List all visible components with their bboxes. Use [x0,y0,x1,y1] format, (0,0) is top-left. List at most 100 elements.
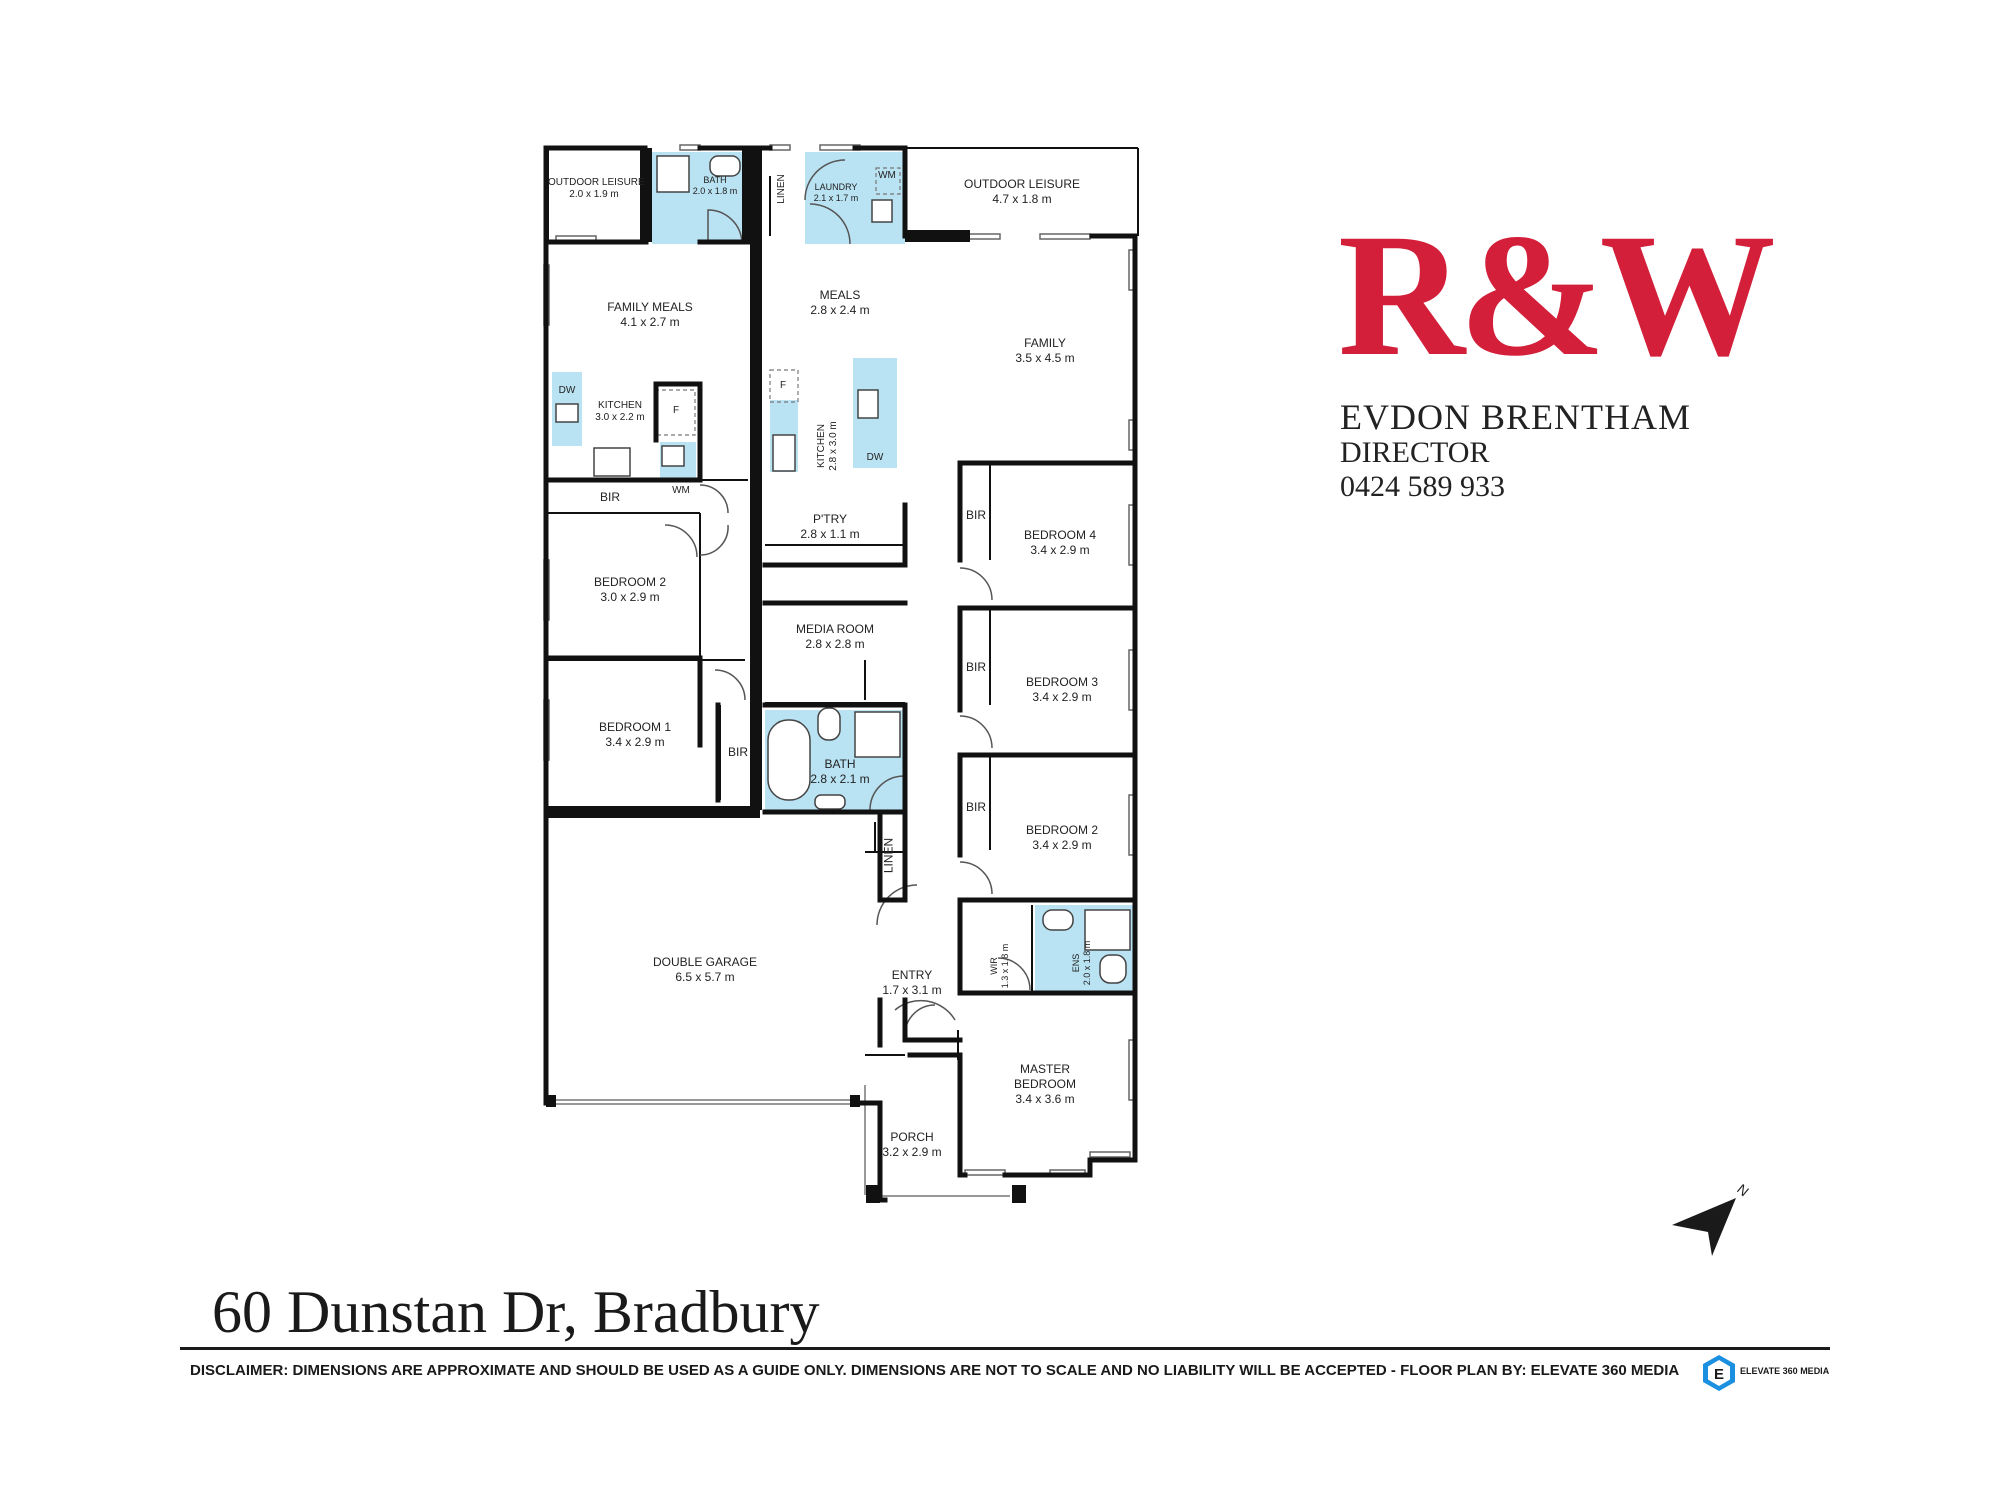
room-outdoor-leisure-2: OUTDOOR LEISURE 4.7 x 1.8 m [952,177,1092,207]
wet-areas [552,152,1133,991]
room-dims: 3.4 x 2.9 m [605,735,665,749]
room-name: LAUNDRY [814,182,858,192]
room-dims: 3.2 x 2.9 m [882,1145,942,1159]
room-meals: MEALS 2.8 x 2.4 m [790,288,890,318]
room-bedroom-4-bir: BIR [962,508,990,523]
room-name: BIR [965,800,986,814]
room-dims: 1.7 x 3.1 m [882,983,942,997]
room-name: PORCH [890,1130,934,1144]
room-master-bedroom: MASTER BEDROOM 3.4 x 3.6 m [1000,1062,1090,1107]
room-name: OUTDOOR LEISURE [548,177,645,188]
wall-posts [546,1095,1026,1203]
room-name: FAMILY MEALS [607,300,693,314]
room-name: P'TRY [812,512,848,526]
room-name: BEDROOM 1 [598,720,671,734]
room-kitchen-2: KITCHEN 2.8 x 3.0 m [816,408,840,484]
room-name: MEDIA ROOM [795,622,874,636]
room-dims: 2.8 x 2.8 m [805,637,865,651]
room-name: BIR [965,660,986,674]
appliance-label: F [672,405,680,416]
room-dims: 2.0 x 1.8 m [692,186,738,196]
room-name: MEALS [819,288,861,302]
brand-logo: R&W [1338,198,1776,393]
room-dims: 3.4 x 3.6 m [1015,1092,1075,1106]
room-bedroom-3-bir: BIR [962,660,990,675]
room-dims: 2.0 x 1.9 m [569,189,619,200]
agent-name: EVDON BRENTHAM [1340,397,1691,437]
room-name: BEDROOM 2 [593,575,666,589]
room-name: LINEN [776,174,787,204]
room-bedroom-2-left: BEDROOM 2 3.0 x 2.9 m [580,575,680,605]
property-address: 60 Dunstan Dr, Bradbury [212,1279,820,1345]
room-name: WIR [989,957,999,975]
room-dims: 4.7 x 1.8 m [992,192,1052,206]
room-dims: 3.4 x 2.9 m [1030,543,1090,557]
room-dims: 2.0 x 1.8 m [1082,940,1092,986]
room-dims: 3.0 x 2.2 m [595,412,645,423]
room-name: OUTDOOR LEISURE [963,177,1080,191]
room-name: ENS [1071,953,1081,973]
appliance-label: DW [558,385,576,396]
door-swings [664,159,1031,1036]
room-family-meals: FAMILY MEALS 4.1 x 2.7 m [590,300,710,330]
room-bedroom-4: BEDROOM 4 3.4 x 2.9 m [1010,528,1110,558]
room-name: BEDROOM 4 [1023,528,1096,542]
room-name: BATH [703,175,727,185]
room-outdoor-leisure-1: OUTDOOR LEISURE 2.0 x 1.9 m [548,177,645,201]
room-dims: 2.8 x 1.1 m [800,527,860,541]
room-bedroom-2-right-bir: BIR [962,800,990,815]
room-name: KITCHEN [816,424,827,468]
room-linen-1: LINEN [776,167,788,211]
room-dims: 2.1 x 1.7 m [813,193,859,203]
room-bedroom-3: BEDROOM 3 3.4 x 2.9 m [1012,675,1112,705]
room-name: BIR [727,745,748,759]
north-arrow-icon [1672,1198,1736,1256]
room-dims: 3.0 x 2.9 m [600,590,660,604]
room-bedroom-2-right: BEDROOM 2 3.4 x 2.9 m [1012,823,1112,853]
room-kitchen-1-f: F [665,405,687,417]
room-porch: PORCH 3.2 x 2.9 m [872,1130,952,1160]
room-ens: ENS 2.0 x 1.8 m [1071,933,1093,993]
room-name: BEDROOM 3 [1025,675,1098,689]
room-kitchen-1: KITCHEN 3.0 x 2.2 m [585,400,655,424]
room-kitchen-1-dw: DW [552,385,582,397]
room-kitchen-2-f: F [772,380,794,392]
divider [180,1347,1830,1350]
appliance-label: WM [672,485,690,496]
room-double-garage: DOUBLE GARAGE 6.5 x 5.7 m [640,955,770,985]
room-name: MASTER BEDROOM [1013,1062,1076,1091]
room-dims: 1.3 x 1.8 m [1000,943,1010,989]
room-media-room: MEDIA ROOM 2.8 x 2.8 m [780,622,890,652]
room-family: FAMILY 3.5 x 4.5 m [990,336,1100,366]
room-dims: 3.4 x 2.9 m [1032,690,1092,704]
room-dims: 2.8 x 2.4 m [810,303,870,317]
room-dims: 6.5 x 5.7 m [675,970,735,984]
room-name: ENTRY [891,968,933,982]
fixtures [555,155,1131,984]
room-name: FAMILY [1024,336,1066,350]
room-wir: WIR 1.3 x 1.8 m [989,936,1011,996]
room-entry: ENTRY 1.7 x 3.1 m [872,968,952,998]
room-kitchen-2-dw: DW [858,452,892,464]
room-name: KITCHEN [598,400,642,411]
elevate-360-logo-icon: E [1703,1355,1735,1391]
structural-walls [546,148,970,818]
room-laundry: LAUNDRY 2.1 x 1.7 m [808,182,864,204]
room-name: BIR [965,508,986,522]
room-name: BIR [599,490,620,504]
room-bedroom-1: BEDROOM 1 3.4 x 2.9 m [585,720,685,750]
room-name: DOUBLE GARAGE [652,955,758,969]
room-name: LINEN [881,837,896,874]
room-name: BEDROOM 2 [1025,823,1098,837]
room-name: BATH [824,757,856,771]
room-linen-2: LINEN [882,830,897,882]
room-dims: 3.5 x 4.5 m [1015,351,1075,365]
room-name: WM [878,170,896,181]
room-laundry-wm: WM [872,170,902,182]
room-bath-1: BATH 2.0 x 1.8 m [690,175,740,197]
room-bir-left: BIR [580,490,640,505]
agent-phone: 0424 589 933 [1340,470,1505,503]
room-dims: 4.1 x 2.7 m [620,315,680,329]
room-pantry: P'TRY 2.8 x 1.1 m [780,512,880,542]
